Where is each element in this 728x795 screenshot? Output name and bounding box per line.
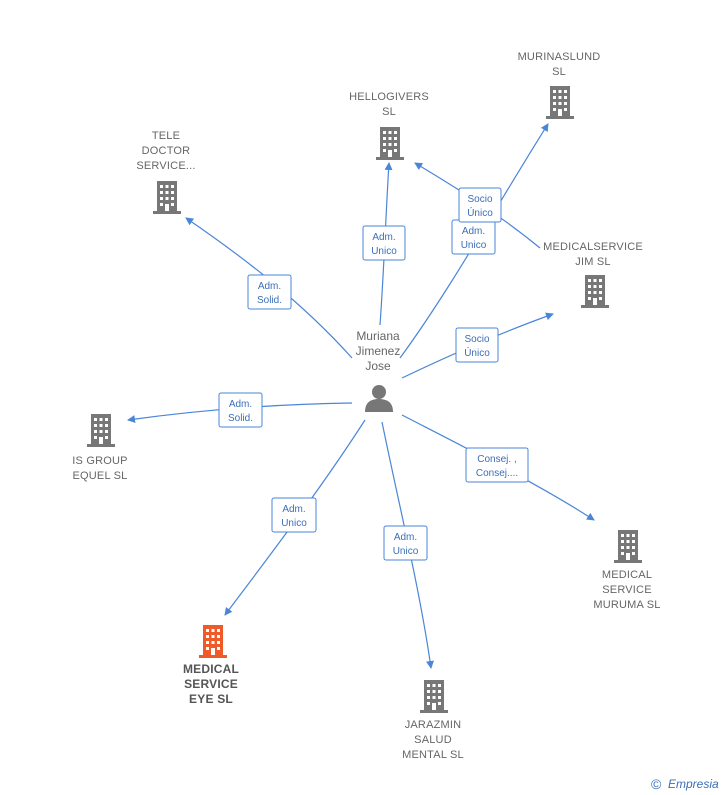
role-text-line-2: Unico — [371, 246, 397, 257]
node-label-line-2: EQUEL SL — [73, 470, 128, 482]
role-text-line-2: Único — [464, 346, 490, 359]
node-murinaslund[interactable]: MURINASLUND SL — [518, 51, 601, 119]
building-icon — [199, 625, 227, 658]
role-text-line-1: Adm. — [462, 226, 485, 237]
node-label-line-1: TELE — [152, 130, 180, 142]
role-label-medical-service-eye[interactable]: Adm. Unico — [271, 497, 317, 533]
node-medicalservice-jim[interactable]: MEDICALSERVICE JIM SL — [543, 241, 643, 308]
role-label-hellogivers[interactable]: Adm. Unico — [362, 225, 406, 261]
role-text-line-1: Adm. — [258, 281, 281, 292]
node-is-group[interactable]: IS GROUP EQUEL SL — [72, 414, 127, 482]
node-label-line-2: SERVICE — [184, 677, 238, 691]
role-text-line-2: Unico — [393, 546, 419, 557]
role-text-line-2: Unico — [461, 240, 487, 251]
role-label-jarazmin[interactable]: Adm. Unico — [383, 525, 428, 561]
role-label-tele-doctor[interactable]: Adm. Solid. — [247, 274, 292, 310]
node-label-line-2: SERVICE — [602, 584, 652, 596]
role-text-line-1: Adm. — [372, 232, 395, 243]
role-text-line-1: Adm. — [394, 532, 417, 543]
node-label-line-2: DOCTOR — [142, 145, 191, 157]
building-icon — [87, 414, 115, 447]
footer-brand[interactable]: © Empresia — [651, 776, 719, 792]
company-nodes: MURINASLUND SL HELLOGIVERS SL TELE DOCTOR SERV… — [72, 51, 660, 761]
role-text-line-2: Consej.... — [476, 468, 518, 479]
role-text-line-1: Adm. — [282, 504, 305, 515]
role-text-line-2: Unico — [281, 518, 307, 529]
copyright-symbol: © — [651, 776, 662, 792]
node-label-line-2: SALUD — [414, 734, 452, 746]
person-name-line-2: Jimenez — [356, 344, 401, 358]
node-label-line-1: JARAZMIN — [405, 719, 462, 731]
person-icon — [365, 385, 393, 412]
role-label-medical-service-muruma[interactable]: Consej. , Consej.... — [465, 447, 529, 483]
role-text-line-1: Consej. , — [477, 454, 516, 465]
role-labels: Adm.UnicoAdm.UnicoSocioÚnicoAdm.Solid.So… — [218, 187, 529, 561]
person-name-line-3: Jose — [365, 359, 391, 373]
role-text-line-2: Solid. — [228, 413, 253, 424]
building-icon — [153, 181, 181, 214]
node-label-line-1: MEDICALSERVICE — [543, 241, 643, 253]
role-box — [465, 447, 529, 483]
node-label-line-2: SL — [382, 106, 396, 118]
role-box — [362, 225, 406, 261]
node-medical-service-muruma[interactable]: MEDICAL SERVICE MURUMA SL — [593, 530, 660, 611]
node-label-line-3: MURUMA SL — [593, 599, 660, 611]
role-text-line-1: Socio — [464, 334, 489, 345]
building-icon — [420, 680, 448, 713]
building-icon — [581, 275, 609, 308]
node-hellogivers[interactable]: HELLOGIVERS SL — [349, 91, 429, 160]
building-icon — [614, 530, 642, 563]
role-text-line-2: Solid. — [257, 295, 282, 306]
person-name-line-1: Muriana — [356, 329, 400, 343]
building-icon — [376, 127, 404, 160]
role-text-line-2: Único — [467, 206, 493, 219]
node-label-line-3: MENTAL SL — [402, 749, 464, 761]
role-box — [383, 525, 428, 561]
node-label-line-3: SERVICE... — [136, 160, 195, 172]
role-label-is-group[interactable]: Adm. Solid. — [218, 392, 263, 428]
role-box — [455, 327, 499, 363]
node-label-line-2: JIM SL — [575, 256, 610, 268]
building-icon — [546, 86, 574, 119]
role-box — [458, 187, 502, 223]
node-jarazmin[interactable]: JARAZMIN SALUD MENTAL SL — [402, 680, 464, 761]
brand-name: Empresia — [668, 777, 719, 791]
role-box — [247, 274, 292, 310]
role-box — [271, 497, 317, 533]
node-label-line-1: IS GROUP — [72, 455, 127, 467]
edges — [127, 123, 595, 669]
role-box — [218, 392, 263, 428]
role-label-murinaslund[interactable]: Adm. Unico — [451, 219, 496, 255]
node-label-line-1: HELLOGIVERS — [349, 91, 429, 103]
role-text-line-1: Socio — [467, 194, 492, 205]
node-label-line-2: SL — [552, 66, 566, 78]
role-text-line-1: Adm. — [229, 399, 252, 410]
node-label-line-3: EYE SL — [189, 692, 233, 706]
node-label-line-1: MEDICAL — [183, 662, 239, 676]
node-label-line-1: MEDICAL — [602, 569, 652, 581]
node-tele-doctor[interactable]: TELE DOCTOR SERVICE... — [136, 130, 195, 214]
node-label-line-1: MURINASLUND — [518, 51, 601, 63]
center-person[interactable]: Muriana Jimenez Jose — [356, 329, 401, 412]
